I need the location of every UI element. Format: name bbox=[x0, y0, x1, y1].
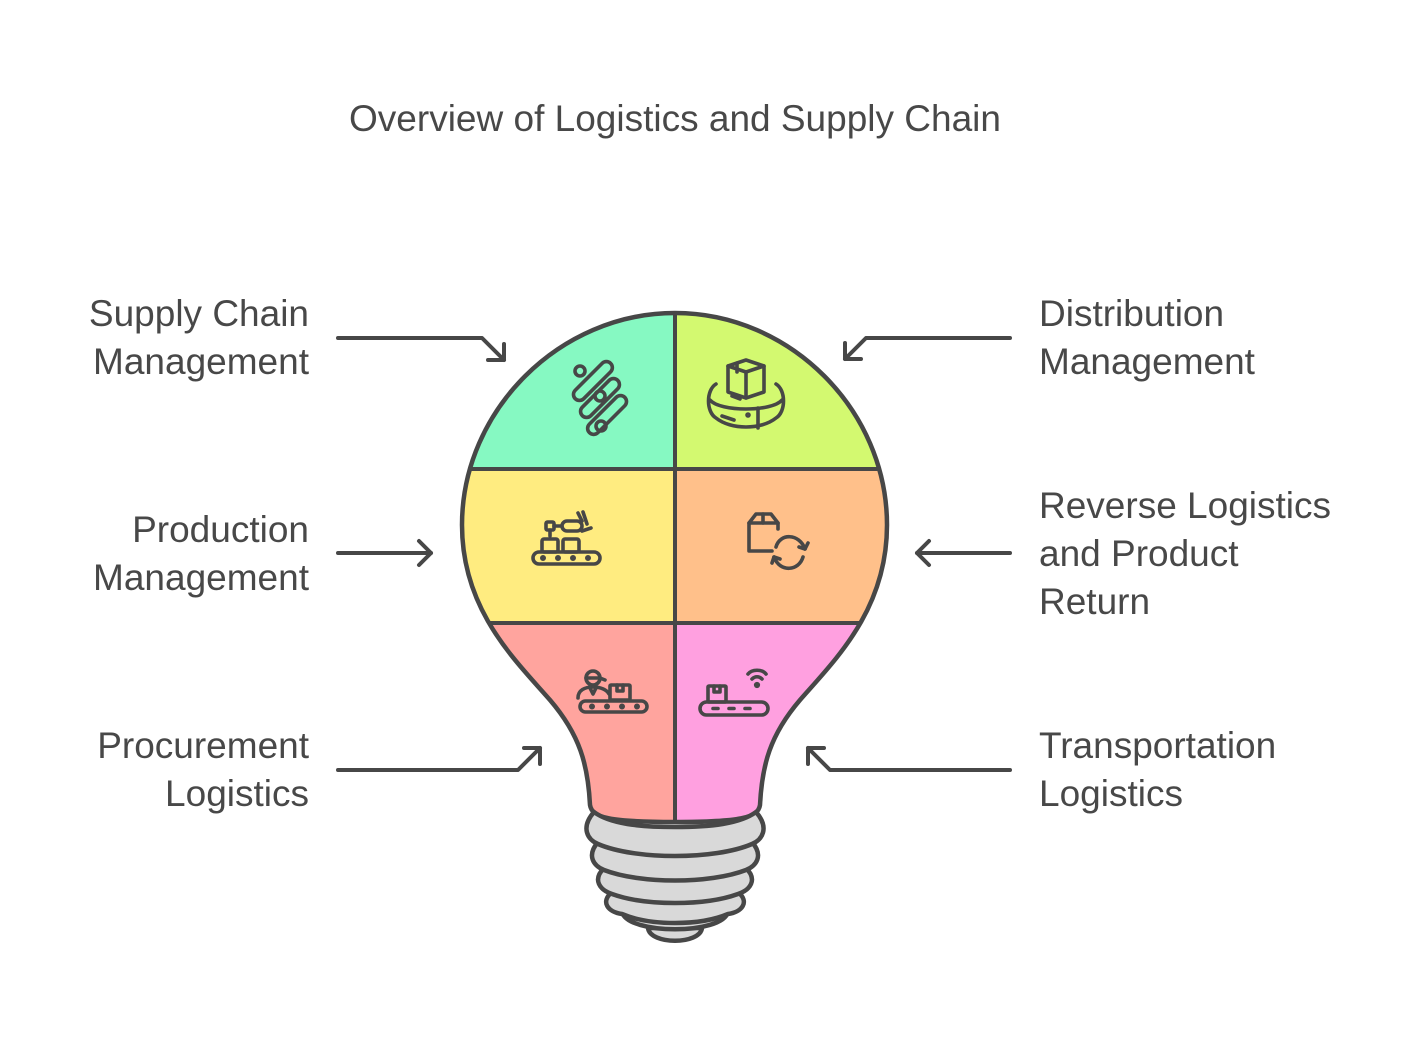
smart-conveyor-icon bbox=[698, 668, 770, 717]
segment-transportation-logistics bbox=[675, 623, 887, 822]
base-ring-1 bbox=[584, 809, 766, 859]
label-line: Transportation bbox=[1039, 725, 1277, 766]
arrow-reverse-logistics bbox=[915, 539, 1012, 567]
label-line: Management bbox=[1039, 341, 1255, 382]
segment-production-management bbox=[462, 469, 675, 623]
label-distribution-management: Distribution Management bbox=[1039, 290, 1255, 386]
package-platform-icon bbox=[706, 358, 786, 430]
label-line: Return bbox=[1039, 581, 1151, 622]
label-line: Reverse Logistics bbox=[1039, 485, 1332, 526]
segment-supply-chain-management bbox=[462, 313, 675, 469]
label-line: Management bbox=[93, 341, 309, 382]
label-line: Distribution bbox=[1039, 293, 1225, 334]
diagram-title: Overview of Logistics and Supply Chain bbox=[349, 98, 1001, 139]
label-line: Supply Chain bbox=[88, 293, 309, 334]
arrow-production-management bbox=[336, 539, 433, 567]
arrow-distribution-management bbox=[843, 336, 1012, 361]
label-production-management: Production Management bbox=[93, 506, 309, 602]
worker-conveyor-icon bbox=[576, 669, 649, 714]
arrows bbox=[336, 336, 1012, 772]
label-line: Production bbox=[132, 509, 309, 550]
label-line: Procurement bbox=[97, 725, 309, 766]
arrow-procurement-logistics bbox=[336, 746, 542, 772]
bulb-segments bbox=[462, 313, 887, 822]
bulb-outline bbox=[459, 310, 890, 825]
robotic-arm-conveyor-icon bbox=[531, 510, 602, 566]
segment-reverse-logistics bbox=[675, 469, 887, 623]
segment-procurement-logistics bbox=[462, 623, 675, 822]
label-line: Management bbox=[93, 557, 309, 598]
label-line: Logistics bbox=[1039, 773, 1183, 814]
label-line: Logistics bbox=[165, 773, 309, 814]
pipes-icon bbox=[571, 359, 629, 437]
label-transportation-logistics: Transportation Logistics bbox=[1039, 722, 1276, 818]
label-reverse-logistics: Reverse Logistics and Product Return bbox=[1039, 482, 1331, 626]
arrow-transportation-logistics bbox=[806, 746, 1012, 772]
bulb-base bbox=[584, 809, 766, 943]
label-line: and Product bbox=[1039, 533, 1239, 574]
box-return-icon bbox=[747, 512, 810, 571]
label-supply-chain-management: Supply Chain Management bbox=[89, 290, 309, 386]
arrow-supply-chain-management bbox=[336, 336, 506, 362]
label-procurement-logistics: Procurement Logistics bbox=[97, 722, 309, 818]
